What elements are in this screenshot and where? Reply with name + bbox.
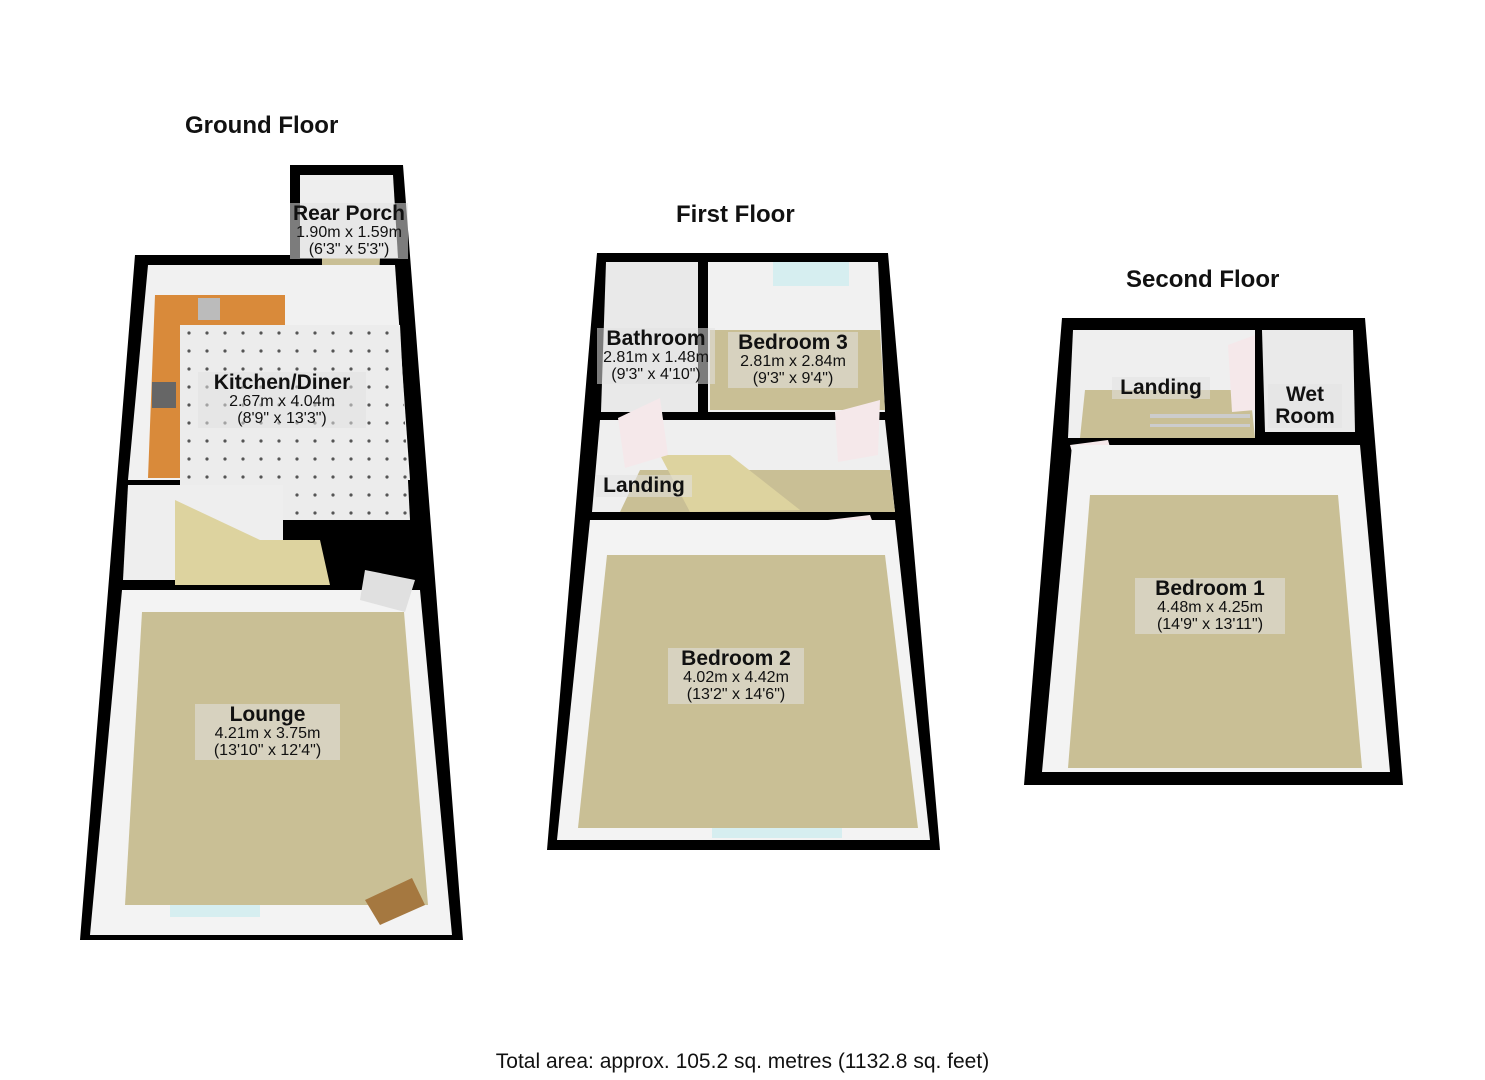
room-label-bedroom-3: Bedroom 3 2.81m x 2.84m (9'3" x 9'4") — [728, 331, 858, 388]
room-name: Bathroom — [606, 327, 706, 350]
room-label-first-landing: Landing — [596, 474, 692, 498]
room-metric: 4.02m x 4.42m — [683, 669, 789, 687]
room-label-rear-porch: Rear Porch 1.90m x 1.59m (6'3" x 5'3") — [290, 202, 408, 259]
room-metric: 2.81m x 2.84m — [740, 353, 846, 371]
room-label-bedroom-2: Bedroom 2 4.02m x 4.42m (13'2" x 14'6") — [668, 647, 804, 704]
room-name: Rear Porch — [292, 202, 406, 225]
second-floor-title: Second Floor — [1126, 266, 1280, 293]
room-name: Bedroom 2 — [681, 647, 791, 670]
total-area-caption: Total area: approx. 105.2 sq. metres (11… — [495, 1050, 990, 1073]
room-imperial: (14'9" x 13'11") — [1156, 615, 1264, 633]
room-label-kitchen-diner: Kitchen/Diner 2.67m x 4.04m (8'9" x 13'3… — [198, 371, 366, 428]
room-label-wet-room: Wet Room — [1268, 383, 1342, 429]
room-metric: 4.48m x 4.25m — [1157, 599, 1263, 617]
room-metric: 1.90m x 1.59m — [296, 224, 402, 242]
room-metric: 4.21m x 3.75m — [214, 725, 321, 743]
room-metric: 2.67m x 4.04m — [229, 393, 335, 411]
second-floor-plan — [1024, 318, 1403, 785]
room-name: Bedroom 1 — [1155, 577, 1265, 600]
room-name: Wet Room — [1275, 383, 1335, 429]
room-name: Landing — [1120, 376, 1202, 399]
room-name: Landing — [603, 474, 685, 497]
room-label-bedroom-1: Bedroom 1 4.48m x 4.25m (14'9" x 13'11") — [1135, 577, 1285, 634]
room-label-second-landing: Landing — [1112, 376, 1210, 400]
room-imperial: (6'3" x 5'3") — [308, 240, 390, 258]
ground-floor-plan — [80, 165, 463, 940]
ground-floor-title: Ground Floor — [185, 112, 339, 139]
room-imperial: (13'10" x 12'4") — [213, 741, 322, 759]
first-floor-title: First Floor — [676, 201, 795, 228]
room-imperial: (9'3" x 4'10") — [611, 365, 701, 383]
room-imperial: (9'3" x 9'4") — [752, 369, 834, 387]
room-name: Kitchen/Diner — [213, 371, 351, 394]
room-name: Bedroom 3 — [738, 331, 848, 354]
room-metric: 2.81m x 1.48m — [603, 349, 709, 367]
room-label-bathroom: Bathroom 2.81m x 1.48m (9'3" x 4'10") — [597, 327, 715, 384]
room-imperial: (13'2" x 14'6") — [686, 685, 786, 703]
room-name: Lounge — [229, 703, 306, 726]
room-imperial: (8'9" x 13'3") — [237, 409, 327, 427]
room-label-lounge: Lounge 4.21m x 3.75m (13'10" x 12'4") — [195, 703, 340, 760]
